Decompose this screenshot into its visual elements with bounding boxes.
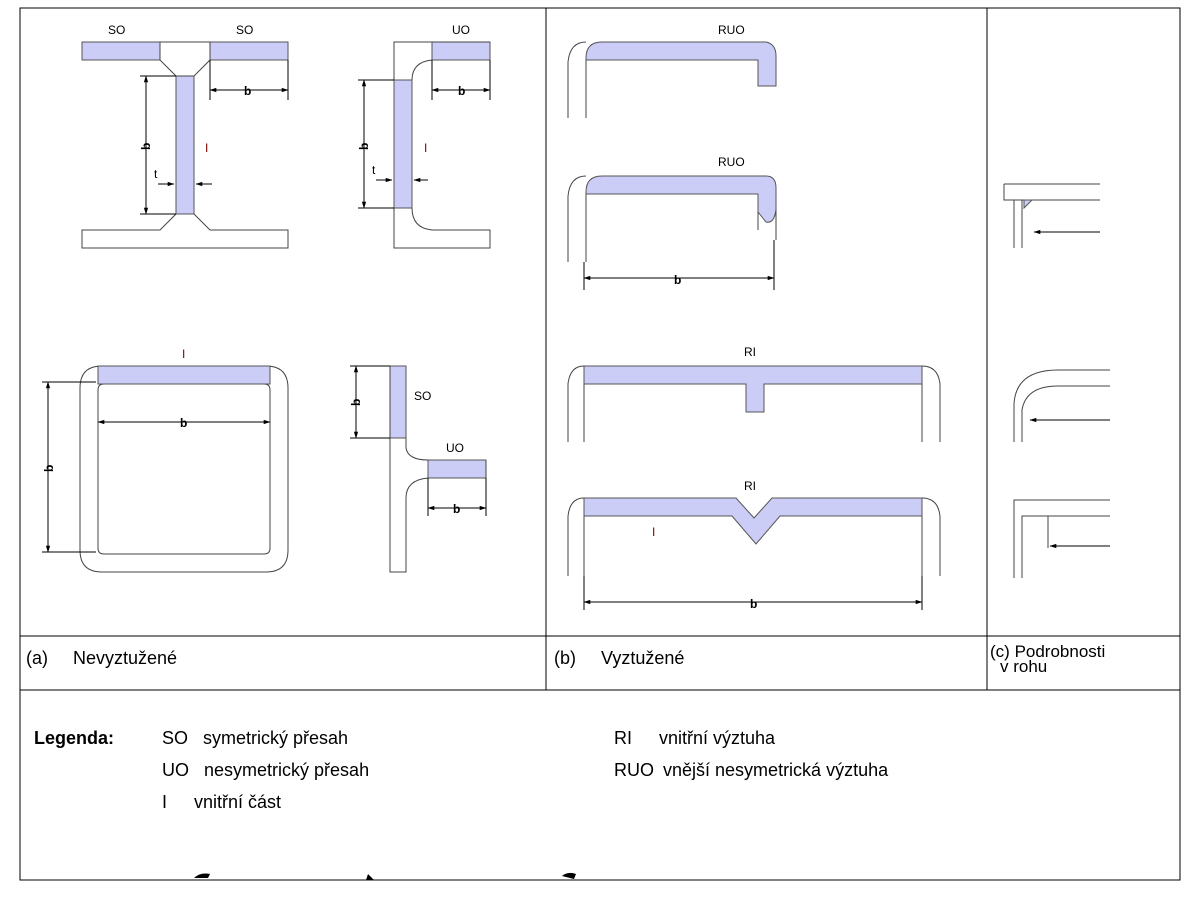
legend-item-so: SO symetrický přesah xyxy=(162,728,348,749)
legend-text: nesymetrický přesah xyxy=(204,760,370,780)
legend-code: SO xyxy=(162,728,189,748)
label-t: t xyxy=(154,167,158,181)
label-b-channel-web: b xyxy=(357,143,371,150)
label-b-ri-2: b xyxy=(750,597,757,611)
box-outer xyxy=(79,365,289,573)
internal-box-flange xyxy=(97,365,271,385)
caption-b-letter: (b) xyxy=(554,648,576,668)
ri-walls-2 xyxy=(567,497,941,576)
label-uo-stepped: UO xyxy=(446,441,464,455)
ruo-wall-2 xyxy=(567,175,777,262)
label-b-box-vertical: b xyxy=(42,465,56,472)
label-b-channel-flange: b xyxy=(458,84,465,98)
ri-section-1: RI xyxy=(567,345,941,442)
box-section: I b b xyxy=(42,347,289,573)
label-b-stepped-horizontal: b xyxy=(453,502,460,516)
stepped-outline xyxy=(389,366,487,573)
caption-c-text-2: v rohu xyxy=(1000,657,1048,676)
ri-flange-1 xyxy=(583,365,923,413)
ruo-wall-1 xyxy=(567,41,587,118)
label-b-box-horizontal: b xyxy=(180,416,187,430)
ri-flange-2 xyxy=(583,497,923,545)
legend-text: symetrický přesah xyxy=(203,728,349,748)
ri-section-2: RI I b xyxy=(567,479,941,611)
legend-code: RI xyxy=(614,728,632,748)
label-ri-1: RI xyxy=(744,345,756,359)
label-i-channel: I xyxy=(424,141,427,155)
ruo-flange-2 xyxy=(585,175,777,223)
legend-item-uo: UO nesymetrický přesah xyxy=(162,760,369,781)
table-grid xyxy=(19,7,1181,881)
box-inner xyxy=(97,383,271,555)
caption-c-text-1: Podrobnosti xyxy=(1014,642,1106,661)
internal-web-channel xyxy=(393,79,413,209)
legend-item-ri: RI vnitřní výztuha xyxy=(614,728,775,749)
caption-c-letter: (c) xyxy=(990,642,1010,661)
internal-web xyxy=(175,75,195,215)
ruo-section-1: RUO xyxy=(567,23,777,118)
label-b-ruo-2: b xyxy=(674,273,681,287)
label-t-channel: t xyxy=(372,163,376,177)
so-right-flange xyxy=(209,41,289,61)
legend-text: vnitřní část xyxy=(194,792,282,812)
label-so-left: SO xyxy=(108,23,125,37)
legend-code: I xyxy=(162,792,168,812)
legend-item-i: I vnitřní část xyxy=(162,792,281,813)
caption-c: (c) Podrobnosti v rohu xyxy=(990,642,1106,676)
caption-b-text: Vyztužené xyxy=(601,648,685,668)
label-ruo-2: RUO xyxy=(718,155,745,169)
label-so-stepped: SO xyxy=(414,389,431,403)
caption-a: (a) Nevyztužené xyxy=(26,648,177,669)
corner-detail-1 xyxy=(1003,183,1100,248)
uo-flange xyxy=(431,41,491,61)
label-b-stepped-vertical: b xyxy=(349,399,363,406)
label-i-ri: I xyxy=(652,525,655,539)
label-so-right: SO xyxy=(236,23,253,37)
legend-text: vnější nesymetrická výztuha xyxy=(663,760,889,780)
caption-a-letter: (a) xyxy=(26,648,48,668)
i-section-outline xyxy=(81,41,289,249)
stepped-section: SO UO b b xyxy=(349,365,487,573)
label-i-box: I xyxy=(182,347,185,361)
caption-b: (b) Vyztužené xyxy=(554,648,684,669)
uo-outstand xyxy=(427,459,487,479)
label-ri-2: RI xyxy=(744,479,756,493)
i-section: SO SO b b t I xyxy=(81,23,289,249)
label-b-flange: b xyxy=(244,84,251,98)
so-outstand xyxy=(389,365,407,439)
clipped-caption-fragments xyxy=(194,872,576,880)
label-uo-channel: UO xyxy=(452,23,470,37)
legend-code: UO xyxy=(162,760,189,780)
legend-code: RUO xyxy=(614,760,654,780)
ruo-flange-1 xyxy=(585,41,777,87)
label-ruo-1: RUO xyxy=(718,23,745,37)
legend-title: Legenda: xyxy=(34,728,115,748)
corner-detail-2 xyxy=(1013,369,1110,442)
legend-text: vnitřní výztuha xyxy=(659,728,776,748)
channel-outline xyxy=(393,41,491,249)
legend-item-ruo: RUO vnější nesymetrická výztuha xyxy=(614,760,888,781)
label-i-web: I xyxy=(205,141,208,155)
so-left-flange xyxy=(81,41,161,61)
ruo-section-2: RUO b xyxy=(567,155,777,290)
corner-detail-3 xyxy=(1013,499,1110,578)
channel-section: UO b b t I xyxy=(357,23,491,249)
caption-a-text: Nevyztužené xyxy=(73,648,178,668)
ri-walls-1 xyxy=(567,365,941,442)
label-b-web: b xyxy=(139,143,153,150)
